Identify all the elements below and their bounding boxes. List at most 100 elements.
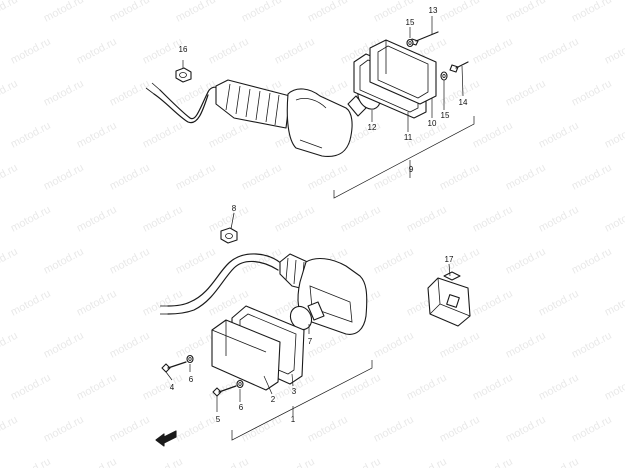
- screw-part-5: [212, 385, 237, 397]
- watermark-text-98: motod.ru: [537, 372, 581, 403]
- upper-turn-signal-assembly: [145, 31, 475, 199]
- watermark-text-17: motod.ru: [471, 36, 515, 67]
- watermark-text-80: motod.ru: [0, 330, 20, 361]
- callout-15-right: 15: [441, 111, 450, 120]
- leader-lines: [165, 16, 464, 416]
- watermark-text-58: motod.ru: [537, 204, 581, 235]
- callout-14: 14: [459, 98, 468, 107]
- watermark-text-13: motod.ru: [207, 36, 251, 67]
- watermark-text-108: motod.ru: [504, 414, 548, 445]
- lower-turn-signal-assembly: [160, 227, 373, 441]
- watermark-text-21: motod.ru: [42, 78, 86, 109]
- watermark-text-1: motod.ru: [42, 0, 86, 25]
- callout-6-lower: 6: [239, 403, 244, 412]
- callout-5: 5: [216, 415, 221, 424]
- washer-part-6-lower: [236, 379, 244, 389]
- watermark-text-22: motod.ru: [108, 78, 152, 109]
- watermark-text-88: motod.ru: [504, 330, 548, 361]
- watermark-text-68: motod.ru: [504, 246, 548, 277]
- callout-11: 11: [404, 133, 413, 142]
- nut-part-8: [220, 227, 238, 244]
- watermark-text-81: motod.ru: [42, 330, 86, 361]
- upper-rubber-boot: [215, 79, 291, 129]
- watermark-text-89: motod.ru: [570, 330, 614, 361]
- watermark-text-109: motod.ru: [570, 414, 614, 445]
- watermark-text-111: motod.ru: [75, 456, 119, 468]
- watermark-text-90: motod.ru: [9, 372, 53, 403]
- watermark-text-119: motod.ru: [603, 456, 625, 468]
- watermark-text-97: motod.ru: [471, 372, 515, 403]
- callout-13: 13: [429, 6, 438, 15]
- watermark-text-85: motod.ru: [306, 330, 350, 361]
- lower-wire-harness: [160, 253, 283, 315]
- watermark-text-59: motod.ru: [603, 204, 625, 235]
- watermark-text-63: motod.ru: [174, 246, 218, 277]
- watermark-text-39: motod.ru: [603, 120, 625, 151]
- watermark-text-77: motod.ru: [471, 288, 515, 319]
- watermark-text-57: motod.ru: [471, 204, 515, 235]
- watermark-text-30: motod.ru: [9, 120, 53, 151]
- watermark-text-37: motod.ru: [471, 120, 515, 151]
- watermark-text-66: motod.ru: [372, 246, 416, 277]
- watermark-text-48: motod.ru: [504, 162, 548, 193]
- lower-assembly-bracket: [231, 360, 373, 441]
- watermark-text-4: motod.ru: [240, 0, 284, 25]
- watermark-text-116: motod.ru: [405, 456, 449, 468]
- watermark-text-62: motod.ru: [108, 246, 152, 277]
- callout-8: 8: [232, 204, 237, 213]
- watermark-text-8: motod.ru: [504, 0, 548, 25]
- watermark-text-103: motod.ru: [174, 414, 218, 445]
- watermark-text-110: motod.ru: [9, 456, 53, 468]
- watermark-text-118: motod.ru: [537, 456, 581, 468]
- watermark-text-106: motod.ru: [372, 414, 416, 445]
- washer-part-15-top: [406, 38, 414, 48]
- callout-2: 2: [271, 395, 276, 404]
- washer-part-6-upper: [186, 354, 194, 364]
- watermark-text-7: motod.ru: [438, 0, 482, 25]
- watermark-text-31: motod.ru: [75, 120, 119, 151]
- watermark-text-83: motod.ru: [174, 330, 218, 361]
- watermark-text-100: motod.ru: [0, 414, 20, 445]
- watermark-text-47: motod.ru: [438, 162, 482, 193]
- screw-part-4: [161, 361, 187, 373]
- callout-12: 12: [368, 123, 377, 132]
- watermark-text-56: motod.ru: [405, 204, 449, 235]
- watermark-text-115: motod.ru: [339, 456, 383, 468]
- watermark-text-52: motod.ru: [141, 204, 185, 235]
- callout-16: 16: [179, 45, 188, 54]
- screw-part-14: [449, 61, 469, 73]
- callout-1: 1: [291, 415, 296, 424]
- watermark-text-9: motod.ru: [570, 0, 614, 25]
- watermark-text-78: motod.ru: [537, 288, 581, 319]
- front-direction-arrow-icon: [155, 430, 177, 447]
- watermark-text-70: motod.ru: [9, 288, 53, 319]
- watermark-text-41: motod.ru: [42, 162, 86, 193]
- watermark-text-5: motod.ru: [306, 0, 350, 25]
- callout-7: 7: [308, 337, 313, 346]
- watermark-text-2: motod.ru: [108, 0, 152, 25]
- watermark-text-60: motod.ru: [0, 246, 20, 277]
- callout-9: 9: [409, 165, 414, 174]
- watermark-text-19: motod.ru: [603, 36, 625, 67]
- watermark-text-28: motod.ru: [504, 78, 548, 109]
- watermark-text-113: motod.ru: [207, 456, 251, 468]
- watermark-text-86: motod.ru: [372, 330, 416, 361]
- washer-part-15-right: [440, 71, 448, 81]
- watermark-text-0: motod.ru: [0, 0, 20, 25]
- turn-signal-relay-part-17: [427, 271, 471, 327]
- upper-assembly-bracket: [333, 116, 475, 199]
- upper-lens-housing: [286, 88, 353, 158]
- lower-lens-part-2: [211, 319, 281, 391]
- watermark-text-82: motod.ru: [108, 330, 152, 361]
- callout-labels: 1 2 3 4 5 6 6 7 8 9 10 11 12 13 14 15 15…: [170, 6, 468, 424]
- watermark-text-71: motod.ru: [75, 288, 119, 319]
- watermark-text-32: motod.ru: [141, 120, 185, 151]
- watermark-text-104: motod.ru: [240, 414, 284, 445]
- watermark-text-114: motod.ru: [273, 456, 317, 468]
- watermark-text-112: motod.ru: [141, 456, 185, 468]
- watermark-text-64: motod.ru: [240, 246, 284, 277]
- watermark-text-61: motod.ru: [42, 246, 86, 277]
- watermark-text-40: motod.ru: [0, 162, 20, 193]
